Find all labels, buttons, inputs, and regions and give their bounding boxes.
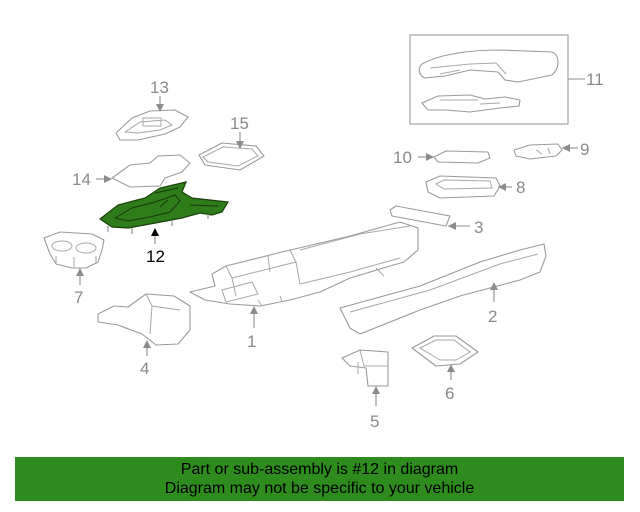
part-14-group[interactable]: 14 <box>72 154 191 189</box>
part-12-plate <box>98 181 229 229</box>
part-10-pad <box>433 150 491 164</box>
part-4-panel <box>97 293 191 346</box>
banner-line-2: Diagram may not be specific to your vehi… <box>164 480 475 497</box>
part-11-inset-box <box>409 34 569 125</box>
part-1-group[interactable]: 1 <box>189 221 419 351</box>
banner-line-1: Part or sub-assembly is #12 in diagram <box>180 461 459 478</box>
part-11-armrest-base <box>421 94 521 113</box>
info-banner: Part or sub-assembly is #12 in diagram D… <box>15 457 624 501</box>
parts-diagram: 11 13 15 14 12 <box>43 34 604 431</box>
part-10-group[interactable]: 10 <box>393 148 491 167</box>
callout-12: 12 <box>146 247 165 266</box>
part-7-group[interactable]: 7 <box>43 231 105 307</box>
part-15-group[interactable]: 15 <box>198 114 265 171</box>
callout-15: 15 <box>230 114 249 133</box>
callout-10: 10 <box>393 148 412 167</box>
part-5-bracket <box>341 349 389 387</box>
part-11-armrest-lid <box>418 49 559 83</box>
part-13-group[interactable]: 13 <box>115 78 189 141</box>
callout-13: 13 <box>150 78 169 97</box>
part-9-group[interactable]: 9 <box>513 140 589 160</box>
part-11-armrest-group[interactable]: 11 <box>409 34 604 125</box>
part-4-group[interactable]: 4 <box>97 293 191 378</box>
part-14-mat <box>111 154 191 188</box>
callout-8: 8 <box>516 178 525 197</box>
callout-2: 2 <box>488 307 497 326</box>
callout-9: 9 <box>580 140 589 159</box>
callout-11: 11 <box>586 70 604 89</box>
part-13-trim <box>115 109 189 141</box>
part-5-group[interactable]: 5 <box>341 349 389 431</box>
part-3-strip <box>389 205 451 227</box>
part-6-group[interactable]: 6 <box>411 335 479 403</box>
part-15-pad <box>198 142 265 171</box>
part-11-lid-detail <box>429 62 507 75</box>
callout-3: 3 <box>474 218 483 237</box>
part-12-highlighted-trim[interactable]: 12 <box>98 181 229 266</box>
part-8-group[interactable]: 8 <box>425 175 525 199</box>
part-3-group[interactable]: 3 <box>389 205 483 237</box>
callout-6: 6 <box>445 384 454 403</box>
part-2-group[interactable]: 2 <box>339 243 547 335</box>
part-1-frame <box>189 221 419 307</box>
callout-14: 14 <box>72 170 91 189</box>
callout-5: 5 <box>370 412 379 431</box>
part-8-tray <box>425 175 501 199</box>
callout-1: 1 <box>247 332 256 351</box>
callout-4: 4 <box>140 359 149 378</box>
callout-7: 7 <box>74 288 83 307</box>
